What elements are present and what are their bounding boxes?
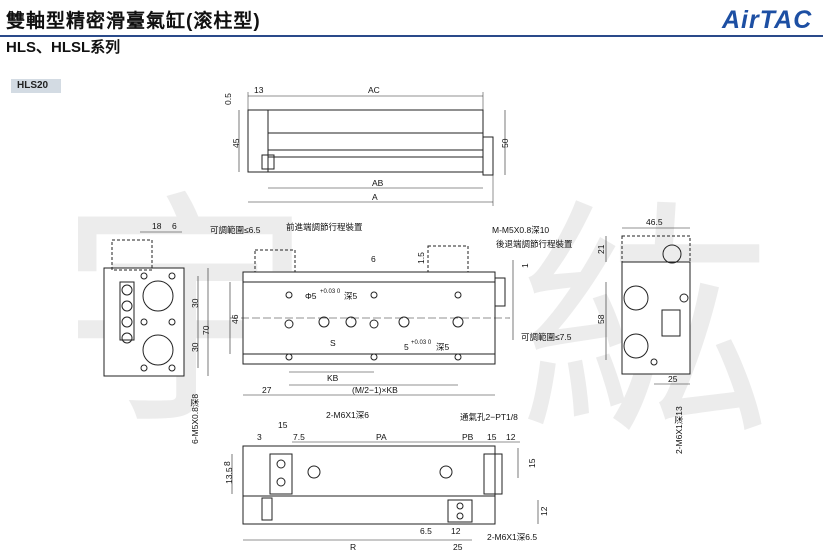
- dim-top-13: 13: [254, 85, 264, 95]
- dim-mid-m2kb: (M/2−1)×KB: [352, 385, 398, 395]
- dim-bot-15c: 15: [527, 458, 537, 468]
- bot-m6-note-b: 2-M6X1深6.5: [487, 532, 537, 542]
- left-end-view: [103, 231, 209, 377]
- model-tag: HLS20: [11, 79, 61, 93]
- bot-m6-note-a: 2-M6X1深6: [326, 410, 369, 420]
- dim-top-ac: AC: [368, 85, 380, 95]
- dim-bot-75: 7.5: [293, 432, 305, 442]
- brand-logo: AirTAC: [722, 6, 813, 34]
- dim-left-70: 70: [201, 325, 211, 335]
- phi5-label: Φ5: [305, 291, 317, 301]
- tap-m5-note: M-M5X0.8深10: [492, 225, 549, 235]
- dim-left-6: 6: [172, 221, 177, 231]
- dim-bot-15b: 15: [487, 432, 497, 442]
- phi5-deep: 深5: [344, 291, 358, 301]
- dim-bot-12c: 12: [451, 526, 461, 536]
- dim-top-ab: AB: [372, 178, 384, 188]
- dim-top-45: 45: [231, 138, 241, 148]
- c5-label: 5: [404, 342, 409, 352]
- dim-left-30b: 30: [190, 342, 200, 352]
- dim-bot-12a: 12: [506, 432, 516, 442]
- side-view: [229, 245, 514, 396]
- dim-bot-pa: PA: [376, 432, 387, 442]
- dim-right-58: 58: [596, 314, 606, 324]
- dim-left-30a: 30: [190, 298, 200, 308]
- dim-bot-8: 8: [222, 461, 232, 466]
- dim-top-05: 0.5: [223, 93, 233, 105]
- bot-vent-note: 通氣孔2−PT1/8: [460, 412, 518, 422]
- dim-left-18: 18: [152, 221, 162, 231]
- adj-rear-range: 可調範圍≤7.5: [521, 332, 572, 342]
- dim-right-25: 25: [668, 374, 678, 384]
- bottom-view: [231, 441, 539, 541]
- dim-bot-65: 6.5: [420, 526, 432, 536]
- dim-mid-s: S: [330, 338, 336, 348]
- dim-bot-3: 3: [257, 432, 262, 442]
- dim-top-50: 50: [500, 138, 510, 148]
- dim-bot-r: R: [350, 542, 356, 552]
- right-end-view: [605, 227, 691, 385]
- dim-mid-1: 1: [520, 263, 530, 268]
- right-holes-note: 2-M6X1深13: [674, 406, 684, 454]
- dim-mid-6: 6: [371, 254, 376, 264]
- dim-bot-12b: 12: [539, 506, 549, 516]
- dim-bot-135: 13.5: [224, 467, 234, 484]
- dim-mid-kb: KB: [327, 373, 339, 383]
- adj-front-note: 前進端調節行程裝置: [286, 222, 363, 232]
- dim-mid-15: 1.5: [416, 252, 426, 264]
- dim-top-a: A: [372, 192, 378, 202]
- series-subtitle: HLS、HLSL系列: [6, 39, 121, 56]
- page-title: 雙軸型精密滑臺氣缸(滚柱型): [6, 11, 261, 32]
- dim-right-21: 21: [596, 244, 606, 254]
- c5-tol: +0.03 0: [411, 340, 432, 346]
- dim-bot-pb: PB: [462, 432, 474, 442]
- dim-mid-46: 46: [230, 314, 240, 324]
- header-divider: [0, 35, 823, 37]
- dim-bot-25: 25: [453, 542, 463, 552]
- top-view: [238, 92, 506, 206]
- dim-mid-27: 27: [262, 385, 272, 395]
- adj-front-range: 可調範圍≤6.5: [210, 225, 261, 235]
- left-holes-note: 6-M5X0.8深8: [190, 394, 200, 444]
- dim-bot-15a: 15: [278, 420, 288, 430]
- c5-deep: 深5: [436, 342, 450, 352]
- dim-right-465: 46.5: [646, 217, 663, 227]
- phi5-tol: +0.03 0: [320, 289, 341, 295]
- adj-rear-note: 後退端調節行程裝置: [496, 239, 573, 249]
